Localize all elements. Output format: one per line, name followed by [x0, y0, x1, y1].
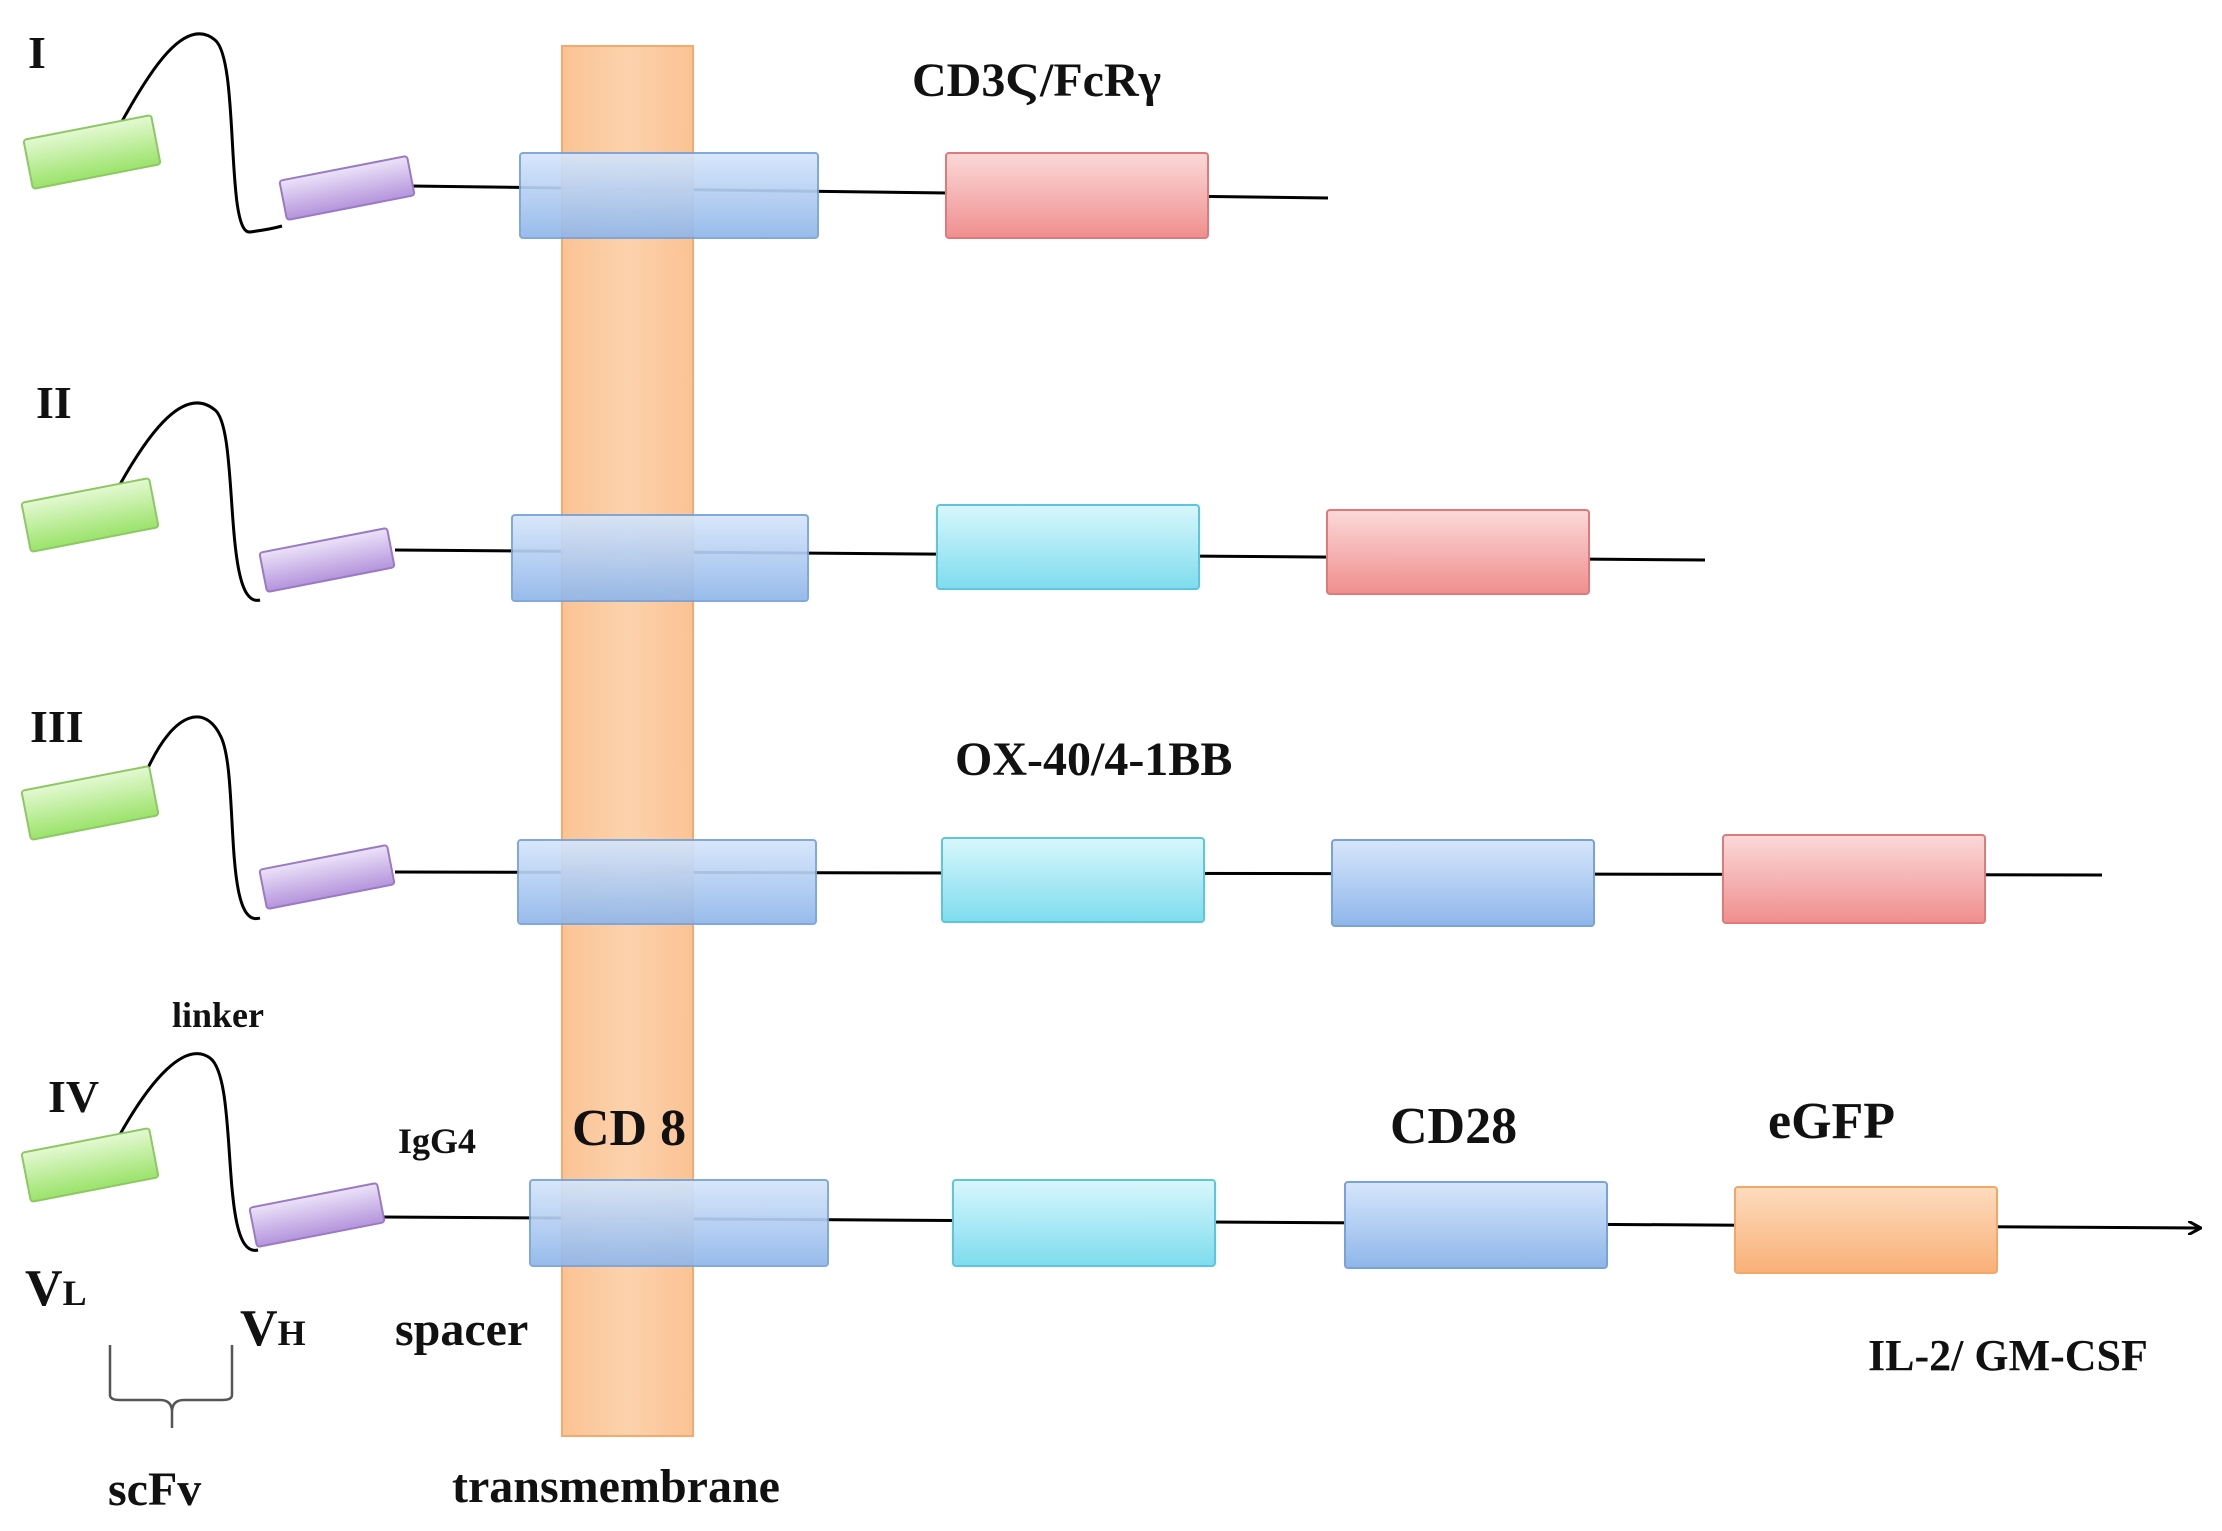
transmembrane-label: transmembrane: [452, 1460, 780, 1513]
generation-numeral-4: IV: [48, 1071, 99, 1122]
ox40-4-1bb-label: OX-40/4-1BB: [955, 733, 1232, 786]
row4-hinge-curve: [116, 1052, 259, 1252]
row4-cd28-domain: [1344, 1181, 1608, 1269]
row4-vl-domain: [20, 1127, 160, 1203]
row4-egfp-domain: [1734, 1186, 1998, 1274]
row1-domains: [22, 114, 1209, 239]
row4-cd8-transmembrane-domain: [529, 1179, 829, 1267]
row3-cd8-transmembrane-domain: [517, 839, 817, 925]
vl-label: VL: [25, 1260, 87, 1317]
linker-label: linker: [172, 995, 264, 1035]
vh-label: VH: [240, 1300, 306, 1357]
scfv-label: scFv: [108, 1463, 201, 1516]
row4-domains: [20, 1127, 1998, 1274]
cd8-label: CD 8: [572, 1100, 686, 1157]
row4-costim-domain: [952, 1179, 1216, 1267]
row1-hinge-curve: [118, 32, 283, 234]
generation-numeral-3: III: [30, 701, 84, 752]
row3-vh-domain: [258, 844, 396, 910]
row1-cd8-transmembrane-domain: [519, 152, 819, 239]
row1-cd3z-domain: [945, 152, 1209, 239]
cd3z-fcrg-label: CD3Ϛ/FcRγ: [912, 54, 1161, 107]
row3-cd3z-domain: [1722, 834, 1986, 924]
row3-domains: [20, 765, 1986, 927]
row1-vl-domain: [22, 114, 162, 190]
igg4-label: IgG4: [398, 1121, 476, 1161]
row3-hinge-curve: [146, 715, 261, 920]
row3-cd28-domain: [1331, 839, 1595, 927]
vh-label-main: V: [240, 1300, 278, 1357]
row2-costim-domain: [936, 504, 1200, 590]
row4-vh-domain: [248, 1182, 386, 1248]
generation-numeral-2: II: [36, 377, 72, 428]
row2-vl-domain: [20, 477, 160, 553]
row2-cd8-transmembrane-domain: [511, 514, 809, 602]
row3-ox40-4-1bb-domain: [941, 837, 1205, 923]
scfv-brace: [108, 1345, 234, 1428]
row2-cd3z-domain: [1326, 509, 1590, 595]
vl-label-main: V: [25, 1260, 63, 1317]
cd28-label: CD28: [1390, 1098, 1517, 1155]
spacer-label: spacer: [395, 1303, 528, 1356]
generation-numeral-1: I: [28, 27, 46, 78]
row2-vh-domain: [258, 527, 396, 593]
row2-hinge-curve: [116, 401, 261, 602]
egfp-label: eGFP: [1768, 1093, 1895, 1150]
row1-vh-domain: [278, 155, 416, 221]
vl-label-subscript: L: [63, 1273, 87, 1313]
row2-domains: [20, 477, 1590, 602]
row3-vl-domain: [20, 765, 160, 841]
vh-label-subscript: H: [278, 1313, 306, 1353]
cytokine-label: IL-2/ GM-CSF: [1868, 1331, 2148, 1380]
